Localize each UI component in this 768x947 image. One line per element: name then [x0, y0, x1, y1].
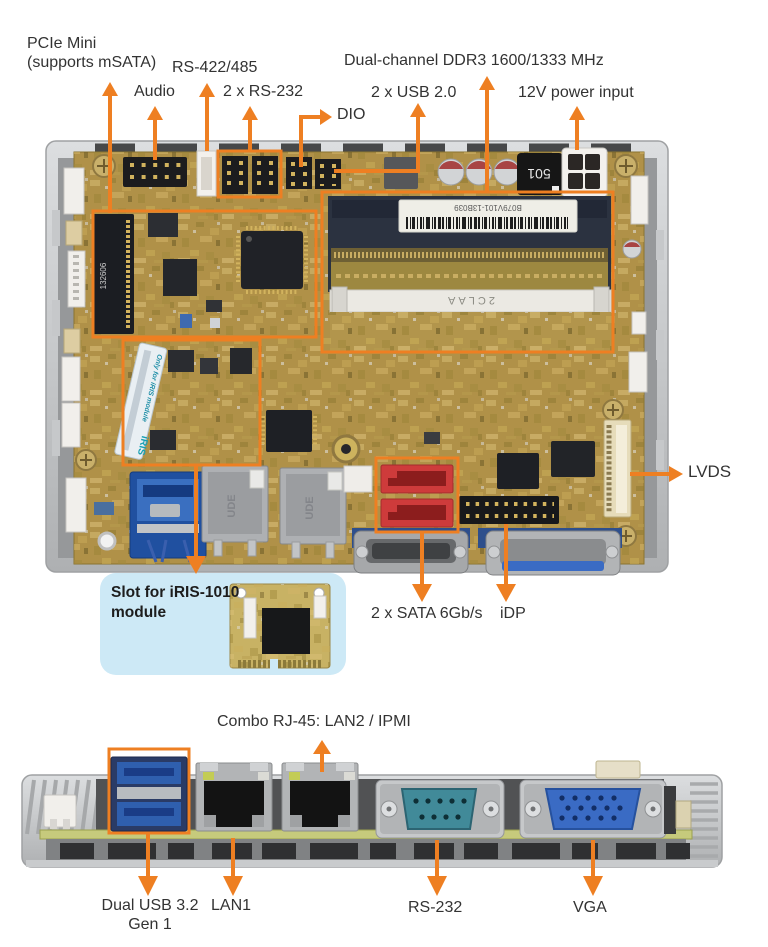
callout-box-sata: [374, 456, 460, 534]
label-audio: Audio: [134, 83, 175, 100]
arrow-usb32: [138, 832, 158, 896]
msata-slot-text: 132606: [99, 262, 108, 289]
center-chips: [261, 410, 595, 489]
right-edge-connectors: [622, 175, 649, 393]
chassis-fins-right: [690, 782, 718, 858]
usb3-ports-rear: [110, 756, 188, 832]
top-board-photo: 501 B079V101-13B039: [45, 140, 669, 576]
vga-topview: [485, 530, 621, 576]
rear-beige-comp: [675, 800, 692, 829]
label-sata: 2 x SATA 6Gb/s: [371, 605, 483, 622]
arrow-rs232-top: [242, 106, 258, 151]
label-usb32: Dual USB 3.2 Gen 1: [92, 896, 208, 934]
label-combo-rj45: Combo RJ-45: LAN2 / IPMI: [217, 713, 411, 730]
arrow-audio: [147, 106, 163, 160]
iris-logo-text: iRIS: [135, 435, 150, 457]
arrow-pcie-mini: [102, 82, 118, 213]
label-pcie-mini-line2: (supports mSATA): [27, 54, 157, 72]
usb3-stack-topview: [129, 471, 207, 563]
pcie-mini-slot: 132606: [92, 213, 222, 334]
idp-header: [459, 496, 559, 524]
label-lan1: LAN1: [211, 897, 252, 914]
usb20-header: [315, 159, 341, 189]
label-iris-slot-line2: module: [111, 604, 167, 622]
rs232-headers: [222, 156, 278, 194]
arrow-lvds: [630, 466, 683, 482]
vga-connector-rear: [519, 779, 667, 839]
iris-area-chips: [150, 348, 252, 450]
chassis-right-channel: [643, 158, 657, 558]
power-connector-12v: [561, 147, 608, 198]
label-pcie-mini: PCIe Mini (supports mSATA): [27, 34, 156, 72]
rear-beige-part: [595, 760, 641, 779]
label-usb32-line2: Gen 1: [128, 916, 172, 934]
arrow-lan1: [223, 838, 243, 896]
dimm-latch-text: 2CLAA: [445, 294, 495, 306]
arrow-rs232-bottom: [427, 840, 447, 896]
label-12v-power: 12V power input: [518, 84, 634, 101]
db9-topview: [353, 530, 469, 574]
svg-text:UDE: UDE: [304, 496, 316, 519]
arrow-idp: [496, 524, 516, 602]
capacitors: [437, 158, 521, 186]
small-white-connector: [43, 794, 77, 829]
label-lvds: LVDS: [688, 462, 732, 481]
sata-connectors: [380, 464, 454, 528]
label-usb32-line1: Dual USB 3.2: [101, 897, 199, 914]
bottom-board-photo: [21, 756, 723, 868]
power-inductor: 501: [517, 153, 563, 195]
arrow-12v: [569, 106, 585, 150]
arrow-vga: [583, 840, 603, 896]
callout-box-iris: [121, 338, 262, 467]
label-vga: VGA: [573, 899, 607, 916]
label-idp: iDP: [500, 605, 526, 622]
arrow-sata: [412, 532, 432, 602]
callout-arrows: [102, 76, 683, 896]
label-ddr3: Dual-channel DDR3 1600/1333 MHz: [344, 52, 604, 69]
arrow-iris: [186, 465, 206, 574]
label-usb20: 2 x USB 2.0: [371, 84, 457, 101]
standoff-ring: [331, 434, 361, 464]
label-rs422: RS-422/485: [172, 59, 258, 76]
rear-dark-bar: [664, 786, 676, 834]
arrow-ddr3: [479, 76, 495, 192]
svg-text:501: 501: [527, 166, 551, 182]
label-iris-slot: Slot for iRIS-1010 module: [111, 583, 239, 624]
audio-header: [123, 157, 187, 187]
iris-module-photo: [229, 583, 331, 669]
label-rs232-bottom: RS-232: [408, 899, 463, 916]
callout-box-ddr3: [320, 190, 615, 354]
mounting-hole: [97, 531, 117, 551]
arrow-rs422: [199, 83, 215, 151]
arrow-usb20: [334, 103, 426, 173]
small-white-part: [343, 465, 373, 493]
callout-box-pcie-mini: [91, 209, 318, 339]
rj45-topview-1: UDE: [201, 465, 269, 557]
rj45-lan2: [281, 762, 359, 832]
rs422-connector: [196, 150, 217, 197]
db9-rs232-rear: [375, 779, 505, 839]
arrow-dio: [299, 109, 332, 167]
label-dio: DIO: [337, 106, 366, 123]
svg-text:UDE: UDE: [226, 494, 238, 517]
rj45-lan1: [195, 762, 273, 832]
label-iris-slot-line1: Slot for iRIS-1010: [111, 584, 240, 601]
left-edge-connectors: [61, 167, 114, 533]
dimm-slot: B079V101-13B039 2CLAA: [328, 196, 612, 352]
label-rs232-top: 2 x RS-232: [223, 83, 304, 100]
arrow-combo-rj45: [313, 740, 331, 772]
dimm-sticker-text: B079V101-13B039: [454, 203, 522, 212]
qfp-chip-large: [236, 226, 308, 294]
lvds-connector: [603, 419, 632, 518]
label-pcie-mini-line1: PCIe Mini: [27, 35, 97, 52]
rj45-topview-2: UDE: [279, 467, 347, 559]
